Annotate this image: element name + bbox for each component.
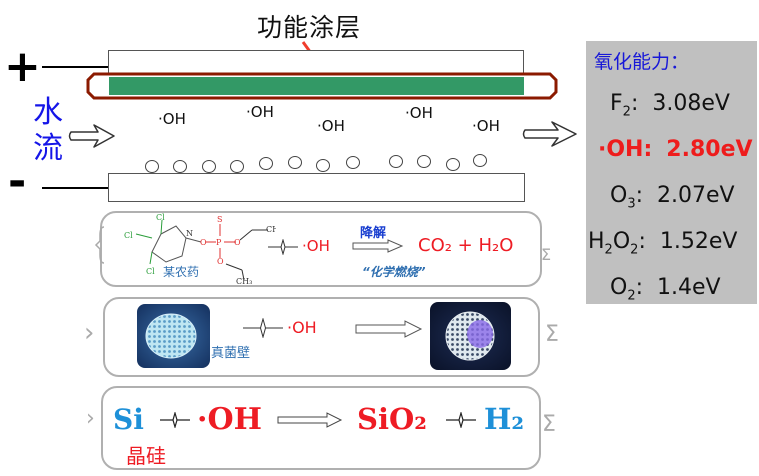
hydrogen-product: H₂	[484, 402, 525, 436]
oxidation-value: 2.07eV	[657, 183, 735, 208]
atom-n: N	[186, 229, 193, 238]
bubble	[202, 160, 216, 173]
oh-radical: ·OH	[405, 104, 433, 122]
fungal-cell-image	[137, 304, 210, 368]
species-label: O	[610, 275, 628, 300]
sigma-icon: Σ	[542, 412, 556, 437]
oh-radical: ·OH	[472, 117, 500, 135]
species-label-suffix: O	[612, 229, 631, 254]
atom-o: O	[200, 238, 207, 247]
oxidation-value: 1.52eV	[659, 229, 738, 254]
species-subscript: 2	[622, 104, 631, 120]
oh-radical: ·OH	[317, 117, 345, 135]
oh-radical: ·OH	[158, 110, 186, 128]
cathode-plate	[108, 173, 525, 202]
fungal-wall-caption: 真菌壁	[211, 346, 251, 361]
oxidation-value: 1.4eV	[657, 275, 721, 300]
plus-star-icon	[446, 412, 476, 428]
oxidant-row-o3: O3:2.07eV	[610, 183, 735, 212]
atom-ch3: CH₃	[236, 277, 252, 284]
positive-terminal: +	[4, 41, 41, 92]
atom-cl: Cl	[156, 213, 165, 222]
functional-coating-label: 功能涂层	[257, 13, 362, 42]
species-label: H	[588, 229, 605, 254]
oh-reactant: ·OH	[197, 402, 262, 437]
chevron-icon: ›	[86, 406, 95, 431]
flow-char: 流	[33, 131, 63, 166]
chevron-icon: ›	[84, 318, 95, 348]
atom-s: S	[217, 215, 222, 224]
bubble	[316, 159, 330, 172]
sigma-icon: Σ	[541, 245, 552, 264]
chemical-combustion-label: “化学燃烧”	[362, 265, 426, 279]
panel-title: 氧化能力：	[594, 51, 690, 73]
atom-o: O	[217, 257, 224, 266]
positive-wire	[42, 66, 110, 68]
bubble	[173, 160, 187, 173]
atom-o: O	[234, 238, 241, 247]
atom-cl: Cl	[146, 267, 155, 276]
oxidation-value: 2.80eV	[666, 137, 753, 162]
species-subscript: 3	[627, 196, 636, 212]
flow-out-arrow-icon	[522, 121, 577, 147]
oxidant-row-o2: O2:1.4eV	[610, 275, 721, 304]
oxidant-row-f2: F2:3.08eV	[610, 91, 730, 120]
oh-reactant: ·OH	[302, 237, 330, 255]
species-label: ·OH	[598, 137, 644, 162]
atom-cl: Cl	[124, 231, 133, 240]
sigma-icon: Σ	[545, 322, 559, 347]
bubble	[389, 155, 403, 168]
damaged-fungal-cell-image	[430, 302, 511, 370]
negative-wire	[42, 187, 110, 189]
degradation-products: CO₂ + H₂O	[418, 235, 514, 256]
oxidation-value: 3.08eV	[652, 91, 730, 116]
bubble	[346, 156, 360, 169]
bubble	[473, 154, 487, 167]
water-char: 水	[33, 95, 63, 130]
reaction-arrow-icon	[352, 239, 404, 253]
plus-star-icon	[243, 318, 283, 338]
silicon-reaction-box	[101, 386, 541, 470]
atom-p: P	[216, 238, 222, 247]
plus-star-icon	[268, 239, 298, 255]
oh-radical: ·OH	[246, 103, 274, 121]
bubble	[446, 158, 460, 171]
brace-icon	[94, 226, 105, 264]
negative-terminal: -	[8, 156, 27, 207]
plus-star-icon	[160, 412, 190, 428]
bubble	[230, 160, 244, 173]
pesticide-caption: 某农药	[163, 265, 200, 279]
pesticide-reaction-box	[100, 211, 542, 287]
silicon-reactant: Si	[113, 403, 144, 436]
water-flow-label: 水 流	[30, 95, 66, 167]
degradation-label: 降解	[360, 226, 387, 241]
oxidation-capability-panel: 氧化能力： F2:3.08eV ·OH:2.80eV O3:2.07eV H2O…	[586, 41, 757, 304]
oxidant-row-oh: ·OH:2.80eV	[598, 137, 753, 162]
bubble	[288, 156, 302, 169]
species-subscript: 2	[627, 288, 636, 304]
pesticide-molecule-structure: Cl Cl Cl N O P S O O CH₃ CH₃	[124, 213, 276, 284]
species-label: O	[610, 183, 628, 208]
crystalline-silicon-caption: 晶硅	[126, 444, 166, 468]
reaction-arrow-icon	[277, 412, 343, 428]
silicon-dioxide-product: SiO₂	[357, 402, 427, 436]
functional-coating	[86, 72, 558, 100]
flow-in-arrow-icon	[68, 124, 115, 148]
species-subscript: 2	[630, 242, 639, 258]
bubble	[259, 157, 273, 170]
atom-ch3: CH₃	[266, 225, 276, 234]
bubble	[145, 160, 159, 173]
oh-reactant: ·OH	[287, 318, 317, 337]
reaction-arrow-icon	[355, 320, 423, 338]
oxidant-row-h2o2: H2O2:1.52eV	[588, 229, 738, 258]
species-label: F	[610, 91, 623, 116]
bubble	[417, 155, 431, 168]
species-subscript: 2	[604, 242, 613, 258]
